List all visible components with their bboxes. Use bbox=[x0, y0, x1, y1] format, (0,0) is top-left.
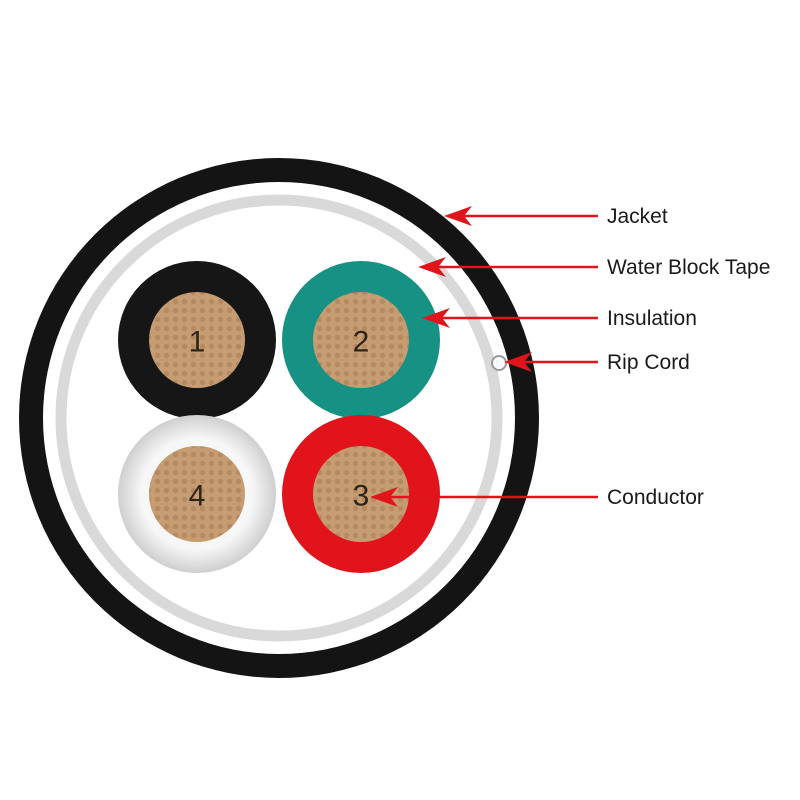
rip-cord bbox=[491, 355, 507, 371]
conductor-core-4 bbox=[149, 446, 245, 542]
jacket-arrow bbox=[444, 206, 598, 226]
rip-cord-arrow bbox=[504, 352, 598, 372]
conductor-number-2: 2 bbox=[353, 326, 370, 359]
conductor-core-2 bbox=[313, 292, 409, 388]
conductor-arrow bbox=[370, 487, 598, 507]
water-block-tape-arrow bbox=[418, 257, 598, 277]
conductor-4: 4 bbox=[118, 415, 276, 573]
conductor-1: 1 bbox=[118, 261, 276, 419]
conductor-number-4: 4 bbox=[189, 480, 206, 513]
conductor-core-3 bbox=[313, 446, 409, 542]
rip-cord-label: Rip Cord bbox=[607, 351, 690, 374]
insulation-arrow bbox=[422, 308, 598, 328]
conductor-3: 3 bbox=[282, 415, 440, 573]
conductor-2: 2 bbox=[282, 261, 440, 419]
callout-arrows bbox=[370, 206, 598, 507]
jacket-label: Jacket bbox=[607, 205, 668, 228]
jacket-inner-filler bbox=[43, 182, 515, 654]
conductor-number-1: 1 bbox=[189, 326, 206, 359]
conductor-core-1 bbox=[149, 292, 245, 388]
conductor-label: Conductor bbox=[607, 486, 704, 509]
insulation-label: Insulation bbox=[607, 307, 697, 330]
water-block-tape-ring bbox=[55, 194, 503, 642]
conductor-number-3: 3 bbox=[353, 480, 370, 513]
water-block-tape-label: Water Block Tape bbox=[607, 256, 770, 279]
